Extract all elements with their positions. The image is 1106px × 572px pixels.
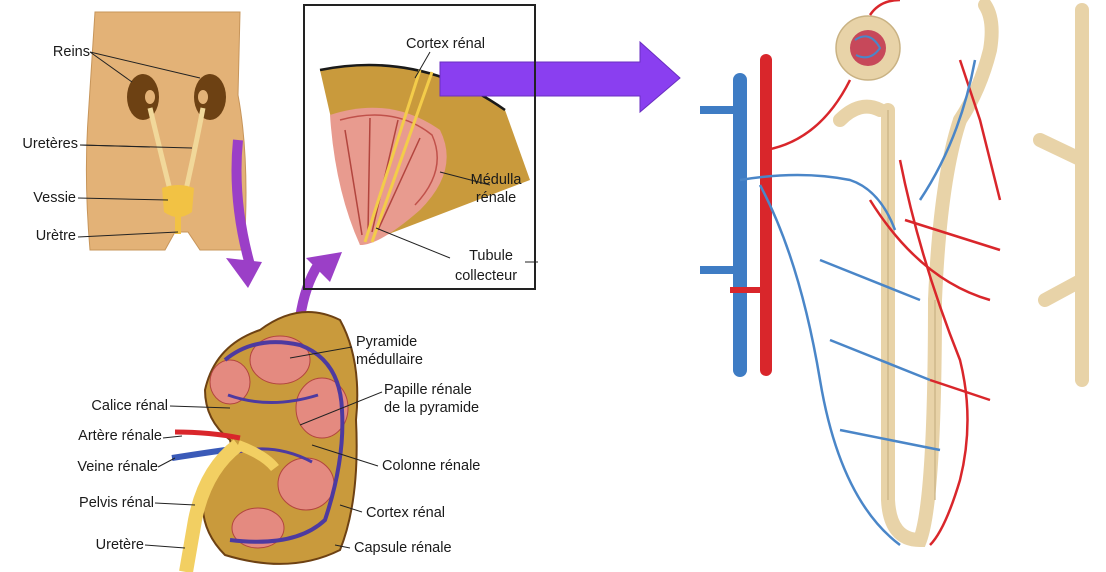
label-uretere: Uretère [96, 537, 144, 554]
label-calice: Calice rénal [91, 398, 168, 415]
label-pyramide-line2: médullaire [356, 352, 423, 369]
label-artere: Artère rénale [78, 428, 162, 445]
label-uretre: Urètre [36, 228, 76, 245]
label-colonne: Colonne rénale [382, 458, 480, 475]
label-papille-line2: de la pyramide [384, 400, 479, 417]
label-medulla-line1: Médulla [458, 172, 534, 189]
label-pelvis: Pelvis rénal [79, 495, 154, 512]
label-papille-line1: Papille rénale [384, 382, 472, 399]
label-medulla-line2: rénale [458, 190, 534, 207]
label-veine: Veine rénale [77, 459, 158, 476]
label-tubule-line1: Tubule [450, 248, 532, 265]
nephron-illustration [700, 0, 1082, 545]
label-vessie: Vessie [33, 190, 76, 207]
label-cortex-renal-inset: Cortex rénal [406, 36, 485, 53]
label-capsule: Capsule rénale [354, 540, 452, 557]
body-silhouette [86, 12, 246, 250]
label-pyramide-line1: Pyramide [356, 334, 417, 351]
label-ureteres: Uretères [22, 136, 78, 153]
label-reins: Reins [53, 44, 90, 61]
label-cortex-renal-kidney: Cortex rénal [366, 505, 445, 522]
label-tubule-line2: collecteur [440, 268, 532, 285]
